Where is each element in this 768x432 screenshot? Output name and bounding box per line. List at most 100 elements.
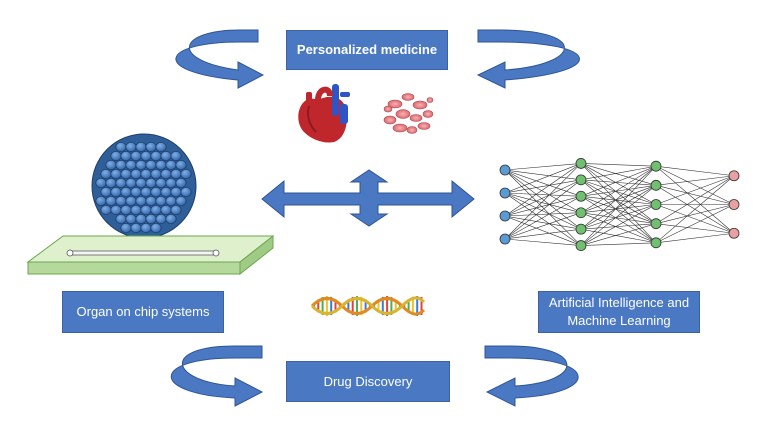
- organoid-cell: [135, 159, 147, 170]
- organoid-cell: [165, 195, 177, 206]
- nn-edge: [504, 163, 582, 240]
- organoid-cell: [110, 168, 122, 179]
- organoid-cell: [130, 186, 142, 197]
- nn-edge: [655, 175, 735, 186]
- organoid-cell: [140, 150, 152, 161]
- organoid-cell: [155, 141, 167, 152]
- heart-icon: [298, 84, 350, 143]
- nn-edge: [504, 215, 582, 246]
- nn-node: [499, 187, 511, 199]
- organoid-cell: [95, 195, 107, 206]
- nn-node: [499, 164, 511, 176]
- organoid-cell: [165, 159, 177, 170]
- nn-edge: [580, 212, 657, 224]
- nn-edge: [580, 204, 657, 246]
- nn-edge: [504, 169, 582, 197]
- organoid-cell: [120, 186, 132, 197]
- organoid-cell: [115, 159, 127, 170]
- nn-edge: [504, 192, 582, 197]
- organoid-cell: [125, 177, 137, 188]
- organoid-cell: [155, 177, 167, 188]
- organoid-cell: [95, 177, 107, 188]
- nn-edge: [504, 238, 582, 246]
- organoid-icon: [91, 133, 197, 239]
- nn-edge: [580, 228, 657, 244]
- microfluidic-chip-icon: [26, 234, 275, 276]
- organoid-cell: [170, 186, 182, 197]
- nn-edge: [504, 163, 582, 194]
- curved-arrow-top-left: [175, 29, 265, 89]
- organoid-cell: [160, 186, 172, 197]
- nn-edge: [504, 196, 582, 240]
- nn-edge: [580, 165, 657, 246]
- organoid-cell: [120, 168, 132, 179]
- nn-edge: [580, 179, 657, 224]
- organoid-cell: [170, 150, 182, 161]
- organoid-cell: [130, 168, 142, 179]
- organoid-cell: [145, 141, 157, 152]
- nn-edge: [655, 175, 735, 244]
- nn-edge: [655, 204, 735, 244]
- nn-node: [728, 170, 740, 182]
- nn-edge: [504, 192, 582, 214]
- nn-edge: [580, 185, 657, 197]
- nn-node: [650, 160, 662, 172]
- dna-helix-icon: [310, 296, 426, 316]
- organoid-cell: [175, 159, 187, 170]
- nn-edge: [504, 179, 582, 194]
- nn-node: [575, 174, 587, 186]
- organoid-cell: [160, 150, 172, 161]
- nn-edge: [655, 223, 735, 234]
- organoid-cell: [180, 168, 192, 179]
- nn-node: [575, 240, 587, 251]
- organoid-cell: [155, 159, 167, 170]
- organoid-cell: [100, 204, 112, 215]
- nn-edge: [504, 192, 582, 246]
- nn-edge: [504, 179, 582, 240]
- drug-discovery-box: Drug Discovery: [286, 361, 450, 402]
- nn-edge: [655, 175, 735, 205]
- organoid-cell: [160, 204, 172, 215]
- organoid-cell: [140, 204, 152, 215]
- nn-edge: [504, 169, 582, 181]
- nn-edge: [580, 196, 657, 224]
- organ-on-chip-box: Organ on chip systems: [62, 291, 224, 333]
- nn-edge: [504, 212, 582, 217]
- nn-edge: [580, 165, 657, 230]
- organoid-cell: [115, 213, 127, 224]
- organoid-cell: [175, 195, 187, 206]
- organoid-cell: [170, 168, 182, 179]
- nn-edge: [504, 169, 582, 230]
- nn-edge: [655, 204, 735, 234]
- organoid-cell: [155, 213, 167, 224]
- nn-edge: [580, 223, 657, 246]
- curved-arrow-bottom-right: [484, 345, 579, 407]
- nn-edge: [580, 163, 657, 244]
- blood-cells-icon: [383, 93, 434, 134]
- nn-edge: [580, 179, 657, 205]
- organoid-cell: [130, 150, 142, 161]
- organoid-cell: [145, 177, 157, 188]
- curved-arrow-bottom-left: [171, 345, 264, 407]
- nn-node: [650, 199, 662, 210]
- nn-node: [728, 199, 740, 210]
- nn-node: [575, 190, 587, 202]
- nn-edge: [580, 165, 657, 197]
- nn-edge: [504, 215, 582, 230]
- organoid-cell: [150, 168, 162, 179]
- organoid-cell: [170, 204, 182, 215]
- organoid-cell: [105, 195, 117, 206]
- nn-edge: [580, 165, 657, 213]
- nn-edge: [580, 242, 657, 246]
- organoid-cell: [140, 186, 152, 197]
- organoid-cell: [180, 186, 192, 197]
- nn-edge: [504, 228, 582, 240]
- nn-node: [650, 237, 662, 249]
- nn-node: [650, 179, 662, 191]
- organoid-cell: [145, 195, 157, 206]
- organoid-cell: [130, 204, 142, 215]
- nn-node: [575, 207, 587, 219]
- nn-edge: [504, 212, 582, 240]
- organoid-cell: [115, 141, 127, 152]
